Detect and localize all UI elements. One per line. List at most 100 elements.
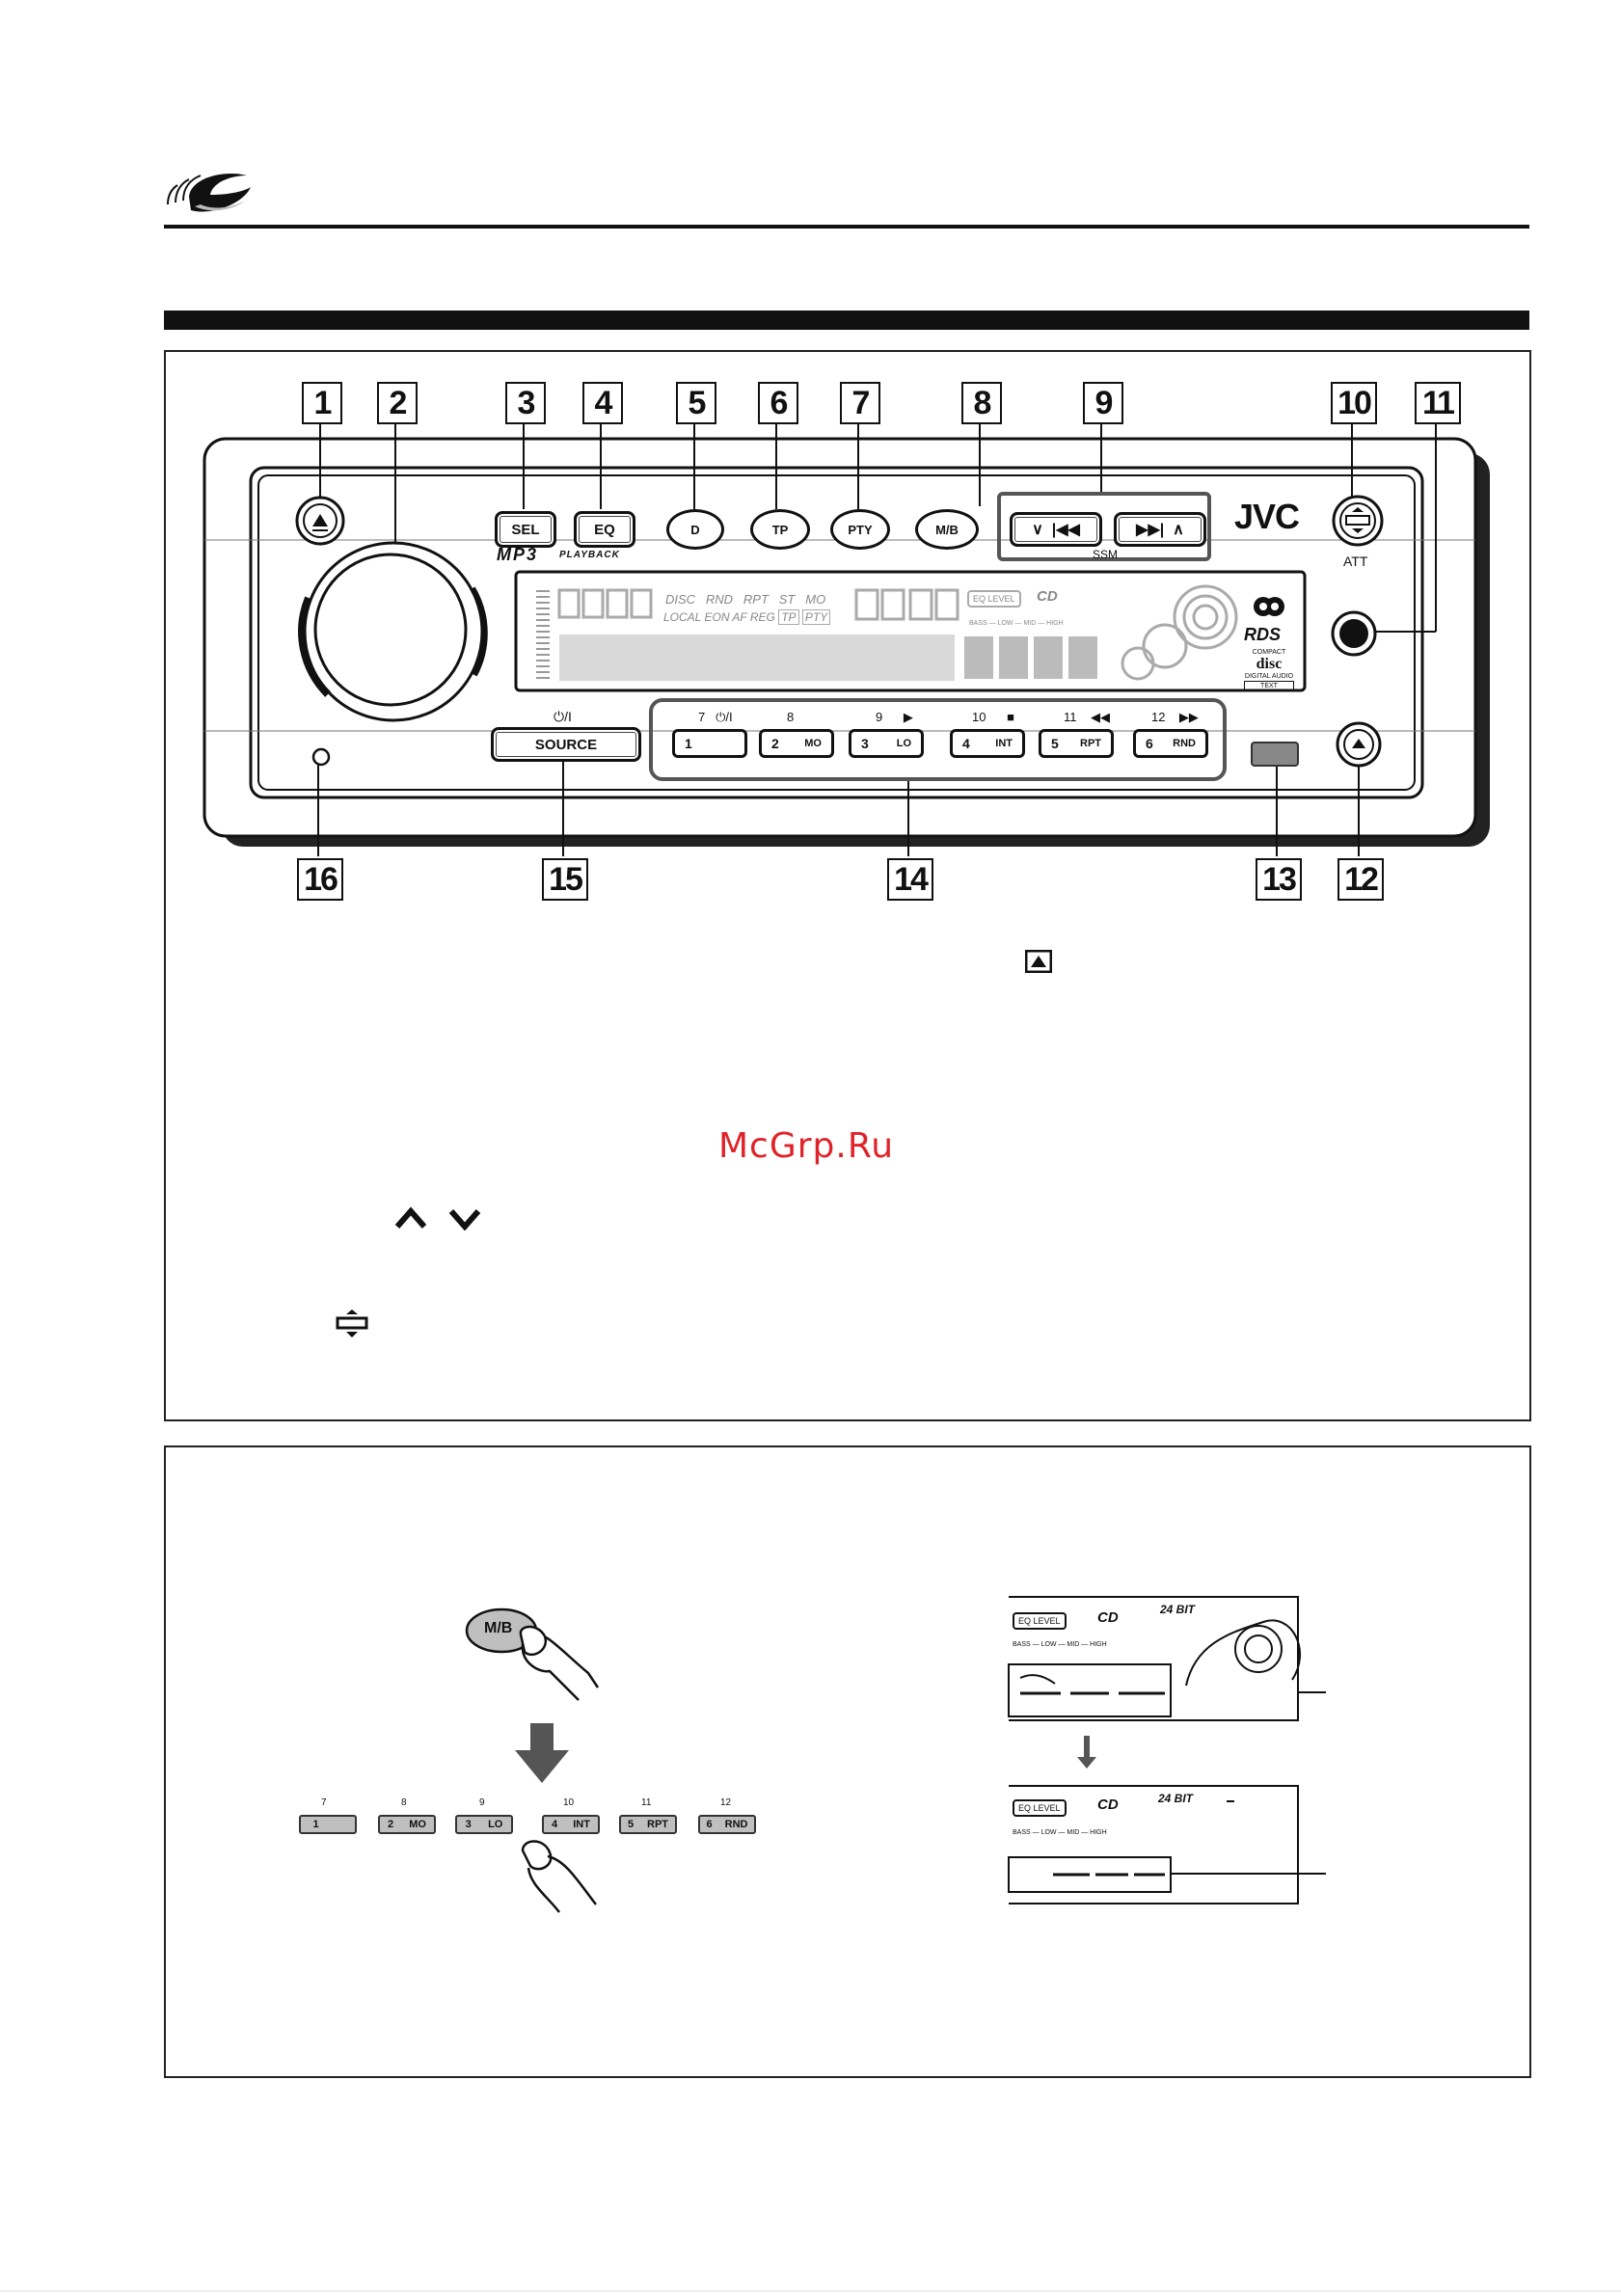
fig2-bands-2: BASS — LOW — MID — HIGH <box>1013 1829 1107 1836</box>
eq-level-indicator: EQ LEVEL <box>967 590 1021 608</box>
jvc-swoosh-logo <box>167 174 251 212</box>
radio-faceplate-drawing <box>203 422 1490 856</box>
down-arrow-icon <box>515 1723 569 1783</box>
mb-button[interactable]: M/B <box>915 509 979 550</box>
preset-top-label-4: 10 ■ <box>972 710 1014 724</box>
preset-top-label-2: 8 <box>787 710 795 724</box>
cd-logo-icon <box>1254 597 1284 616</box>
mini-preset-top-10: 10 <box>563 1797 575 1808</box>
compact-label: COMPACT <box>1252 649 1286 656</box>
rpt-indicator: RPT <box>743 592 769 607</box>
finger-press-mb-illustration <box>465 1607 600 1701</box>
footer-marks <box>0 2290 1621 2292</box>
header-rule <box>164 225 1529 229</box>
callout-11: 11 <box>1415 382 1461 424</box>
digital-audio-label: DIGITAL AUDIO <box>1244 673 1294 680</box>
d-button[interactable]: D <box>666 509 724 550</box>
callout-3: 3 <box>505 382 546 424</box>
fig2-cd-2: CD <box>1097 1796 1119 1813</box>
ssm-label: SSM <box>1093 548 1119 561</box>
callout-1: 1 <box>302 382 342 424</box>
preset-tuning-frame <box>164 1445 1531 2078</box>
att-label: ATT <box>1343 554 1368 569</box>
rnd-indicator: RND <box>705 592 734 607</box>
seek-up-button[interactable]: ▶▶| ∧ <box>1114 512 1206 547</box>
compact-disc-logo: COMPACT disc DIGITAL AUDIO TEXT <box>1244 648 1294 691</box>
display-sample-before <box>1008 1596 1326 1721</box>
tp-indicator: TP <box>778 609 799 625</box>
small-down-arrow-icon <box>1077 1736 1096 1769</box>
disc-indicator: DISC <box>665 592 696 607</box>
watermark: McGrp.Ru <box>718 1126 895 1166</box>
fig2-cd-1: CD <box>1097 1609 1119 1626</box>
eq-band-labels: BASS — LOW — MID — HIGH <box>969 620 1064 627</box>
callout-16: 16 <box>297 858 343 901</box>
preset-top-label-3: 9 ▶ <box>876 710 913 724</box>
finger-press-preset-illustration <box>521 1840 597 1913</box>
af-indicator: AF <box>732 610 747 624</box>
callout-14: 14 <box>887 858 933 901</box>
rds-logo: RDS <box>1244 625 1282 644</box>
pty-indicator: PTY <box>801 609 831 625</box>
high-label: HIGH <box>1046 620 1064 627</box>
source-button[interactable]: SOURCE <box>491 727 641 762</box>
section-bar <box>164 311 1529 330</box>
seek-down-button[interactable]: ∨ |◀◀ <box>1010 512 1102 547</box>
preset-top-label-6: 12 ▶▶ <box>1151 710 1199 724</box>
bass-label: BASS <box>969 620 987 627</box>
callout-13: 13 <box>1256 858 1302 901</box>
fig2-bit-2: 24 BIT <box>1158 1792 1194 1805</box>
eon-indicator: EON <box>704 610 730 624</box>
reg-indicator: REG <box>749 610 775 624</box>
preset-button-1[interactable]: 1 <box>672 729 747 758</box>
display-indicators-row1: DISC RND RPT ST MO <box>665 592 825 607</box>
display-indicators-row2: LOCAL EON AF REG TP PTY <box>663 609 831 625</box>
up-down-chevrons-icon <box>394 1206 481 1230</box>
callout-9: 9 <box>1083 382 1123 424</box>
fig2-mb-label: M/B <box>484 1620 513 1636</box>
tp-button[interactable]: TP <box>750 509 810 550</box>
disc-logo-text: disc <box>1256 656 1283 672</box>
text-label: TEXT <box>1244 681 1294 691</box>
fig2-eq-level-1: EQ LEVEL <box>1013 1612 1067 1630</box>
callout-10: 10 <box>1331 382 1377 424</box>
chevron-up-icon: ▶▶| ∧ <box>1136 522 1184 538</box>
st-indicator: ST <box>778 592 796 607</box>
eq-button[interactable]: EQ <box>574 511 635 548</box>
mini-preset-top-9: 9 <box>479 1797 485 1808</box>
mini-preset-top-12: 12 <box>720 1797 732 1808</box>
local-indicator: LOCAL <box>663 610 702 624</box>
preset-top-label-5: 11 ◀◀ <box>1064 710 1110 724</box>
callout-5: 5 <box>676 382 716 424</box>
att-symbol-icon <box>336 1310 368 1337</box>
callout-8: 8 <box>961 382 1002 424</box>
sel-button[interactable]: SEL <box>495 511 556 548</box>
cd-indicator: CD <box>1037 588 1058 605</box>
fig2-bit-1: 24 BIT <box>1160 1603 1196 1616</box>
mini-preset-top-11: 11 <box>641 1797 652 1808</box>
mini-preset-1[interactable]: 1 <box>299 1815 357 1834</box>
playback-label: PLAYBACK <box>559 550 620 560</box>
callout-7: 7 <box>840 382 880 424</box>
callout-2: 2 <box>377 382 418 424</box>
mini-preset-top-8: 8 <box>401 1797 407 1808</box>
preset-top-label-1: 7 ⏻/I <box>698 710 733 724</box>
mini-preset-top-7: 7 <box>321 1797 327 1808</box>
callout-4: 4 <box>582 382 623 424</box>
mp3-logo: MP3 <box>497 545 539 564</box>
mo-indicator: MO <box>805 592 826 607</box>
mid-label: MID <box>1023 620 1037 627</box>
callout-6: 6 <box>758 382 798 424</box>
pty-button[interactable]: PTY <box>830 509 890 550</box>
jvc-logo: JVC <box>1234 497 1300 536</box>
